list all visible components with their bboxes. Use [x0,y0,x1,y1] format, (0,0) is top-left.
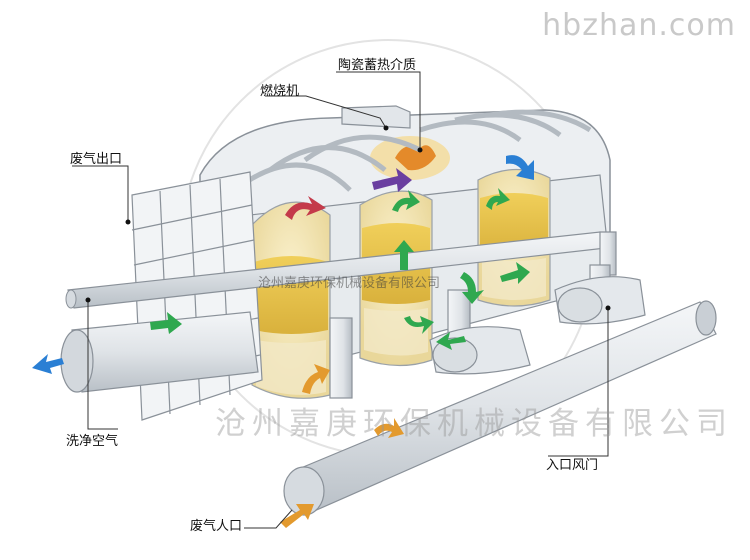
arrow-blue-right-chamber [506,155,534,180]
arrow-green-1 [392,190,420,212]
arrow-orange-2 [374,418,404,438]
arrow-green-5 [500,262,530,284]
label-exhaust-outlet: 废气出口 [70,152,123,167]
purge-air-duct [65,231,617,309]
label-ceramic-media: 陶瓷蓄热介质 [338,58,417,73]
arrow-green-6 [460,272,484,304]
label-exhaust-inlet: 废气人口 [190,519,243,534]
watermark-company-large: 沧州嘉庚环保机械设备有限公司 [215,406,733,442]
arrow-orange-inlet [280,504,314,528]
leader-lines [72,71,609,529]
arrow-red-hot-flow [285,196,326,220]
arrow-green-3 [404,316,434,334]
watermark-site: hbzhan.com [542,8,736,43]
label-purge-air: 洗净空气 [66,434,119,449]
arrow-green-7 [436,332,466,350]
chamber-right [477,168,551,307]
arrow-green-duct [150,312,182,334]
exhaust-inlet-pipe [283,300,717,516]
arrow-purple-combustion [372,168,412,192]
label-burner: 燃烧机 [260,84,300,99]
label-inlet-valve: 入口风门 [546,458,599,473]
arrow-blue-exhaust-out [32,354,64,374]
flow-arrows [32,155,534,528]
arrow-orange-1 [302,364,330,394]
arrow-green-2 [394,240,414,270]
burner-flame [395,145,436,171]
arrow-green-4 [486,188,510,210]
watermark-company-small: 沧州嘉庚环保机械设备有限公司 [258,276,441,291]
leader-dots [85,125,611,311]
